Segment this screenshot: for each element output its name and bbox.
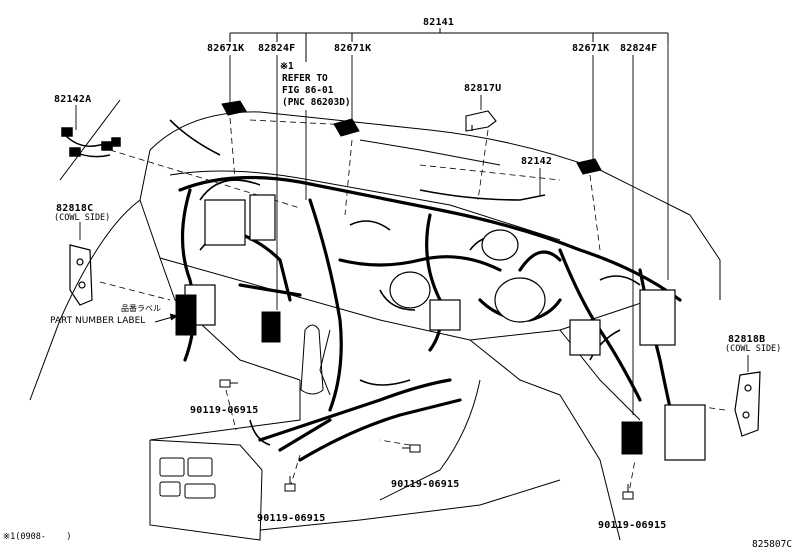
callout-82818B: 82818B: [728, 334, 766, 345]
bracket-82818B: [734, 371, 761, 437]
refer-note-line1: REFER TO: [282, 73, 328, 84]
refer-note-line2: FIG 86-01: [282, 85, 334, 96]
callout-82818C: 82818C: [56, 203, 94, 214]
part-number-82141: 82141: [423, 17, 455, 28]
cowl-side-right-label: (COWL SIDE): [725, 344, 782, 354]
callout-bolt-4: 90119-06915: [598, 520, 667, 531]
bolt-icon: [402, 444, 421, 453]
clamp-82671K-right: [576, 158, 602, 175]
part-number-label-jp: 品番ラベル: [121, 304, 161, 313]
callout-bolt-3: 90119-06915: [257, 513, 326, 524]
bolt-icon: [622, 484, 634, 500]
callout-82142: 82142: [521, 156, 553, 167]
bolt-icon: [284, 476, 296, 492]
clamp-82671K-left: [221, 100, 247, 116]
refer-note-mark: ※1: [280, 61, 294, 72]
leader-lines: [75, 33, 749, 415]
refer-note-line3: (PNC 86203D): [282, 97, 351, 108]
footnote: ※1(0908- ): [3, 532, 72, 542]
callout-82817U: 82817U: [464, 83, 502, 94]
part-number-label-en: PART NUMBER LABEL: [50, 316, 146, 326]
callout-82671K-left: 82671K: [207, 43, 245, 54]
instrument-panel-outline: [29, 99, 721, 541]
bolt-icon: [219, 379, 238, 388]
center-console: [159, 324, 324, 499]
callout-bolt-2: 90119-06915: [391, 479, 460, 490]
clip-82824F-left: [261, 311, 281, 343]
clamp-82671K-mid: [333, 118, 360, 137]
pn-label-block: [175, 294, 197, 336]
figure-code: 825807C: [752, 539, 793, 550]
clamp-parts: [175, 100, 643, 455]
callout-bolt-1: 90119-06915: [190, 405, 259, 416]
callout-82142A: 82142A: [54, 94, 92, 105]
clip-82817U: [465, 110, 497, 132]
callout-82671K-right: 82671K: [572, 43, 610, 54]
bolts: [219, 379, 634, 500]
bracket-82818C: [69, 244, 93, 306]
pn-label-arrow: [154, 313, 179, 323]
cowl-side-left-label: (COWL SIDE): [54, 213, 111, 223]
callout-82824F-left: 82824F: [258, 43, 296, 54]
callout-82671K-mid: 82671K: [334, 43, 372, 54]
callout-82824F-right: 82824F: [620, 43, 658, 54]
connector-blocks: [184, 194, 706, 461]
clip-82824F-right: [621, 421, 643, 455]
harness-82142A: [61, 127, 121, 158]
